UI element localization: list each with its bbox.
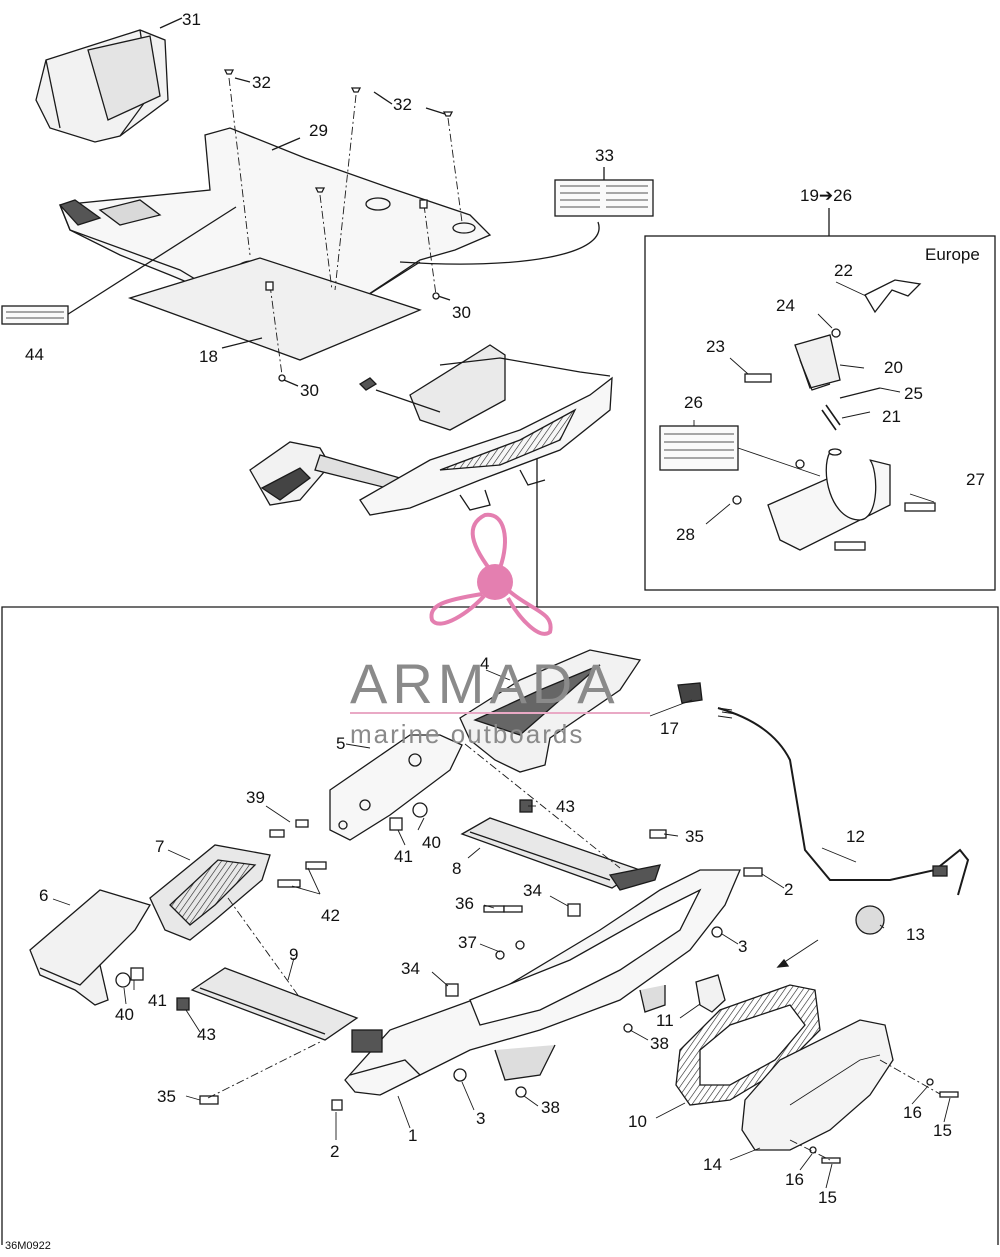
callout-4: 4	[480, 654, 490, 673]
callout-40: 40	[422, 833, 441, 852]
callout-22: 22	[834, 261, 853, 280]
region-label-europe: Europe	[925, 245, 980, 264]
part-12-wiring	[717, 707, 970, 896]
callout-12: 12	[846, 827, 865, 846]
callout-41: 41	[148, 991, 167, 1010]
watermark-tagline: marine outboards	[350, 719, 585, 749]
part-9-rail	[190, 967, 359, 1041]
callout-30: 30	[452, 303, 471, 322]
callout-3: 3	[476, 1109, 486, 1128]
callout-23: 23	[706, 337, 725, 356]
callout-42: 42	[321, 906, 340, 925]
callout-26: 26	[684, 393, 703, 412]
rack-assembly-preview	[249, 344, 613, 516]
callout-15: 15	[818, 1188, 837, 1207]
callout-9: 9	[289, 945, 299, 964]
callout-31: 31	[182, 10, 201, 29]
callout-25: 25	[904, 384, 923, 403]
callout-18: 18	[199, 347, 218, 366]
callout-5: 5	[336, 734, 346, 753]
callout-20: 20	[884, 358, 903, 377]
callout-7: 7	[155, 837, 165, 856]
callout-40: 40	[115, 1005, 134, 1024]
callout-2: 2	[784, 880, 794, 899]
callout-44: 44	[25, 345, 44, 364]
drawing-code: 36M0922	[5, 1240, 51, 1252]
part-31-cushion	[35, 29, 169, 143]
part-7-bracket	[149, 844, 271, 941]
part-1-main-rack-body	[344, 864, 741, 1096]
part-5-support-bracket	[329, 734, 463, 841]
watermark-brand: ARMADA	[350, 652, 620, 715]
callout-35: 35	[685, 827, 704, 846]
callout-17: 17	[660, 719, 679, 738]
callout-16: 16	[785, 1170, 804, 1189]
callout-30: 30	[300, 381, 319, 400]
callout-39: 39	[246, 788, 265, 807]
callout-38: 38	[650, 1034, 669, 1053]
part-11-socket	[695, 974, 726, 1013]
callout-29: 29	[309, 121, 328, 140]
callout-37: 37	[458, 933, 477, 952]
callout-2: 2	[330, 1142, 340, 1161]
callout-19-26: 19➔26	[800, 186, 853, 205]
callout-34: 34	[401, 959, 420, 978]
watermark-propeller-icon	[429, 512, 553, 636]
part-13-bulb	[855, 905, 885, 935]
callout-13: 13	[906, 925, 925, 944]
callout-6: 6	[39, 886, 49, 905]
callout-36: 36	[455, 894, 474, 913]
callout-15: 15	[933, 1121, 952, 1140]
callout-38: 38	[541, 1098, 560, 1117]
europe-kit-parts	[659, 279, 936, 551]
callout-32: 32	[393, 95, 412, 114]
callout-16: 16	[903, 1103, 922, 1122]
callout-43: 43	[556, 797, 575, 816]
callout-41: 41	[394, 847, 413, 866]
part-4-bracket-cover	[459, 649, 642, 773]
part-6-end-cap	[29, 889, 151, 1006]
callout-11: 11	[656, 1011, 674, 1030]
callout-43: 43	[197, 1025, 216, 1044]
callout-34: 34	[523, 881, 542, 900]
part-14-lens	[741, 1019, 894, 1151]
main-assembly-frame	[1, 606, 999, 1245]
callout-8: 8	[452, 859, 462, 878]
part-44-label	[1, 305, 69, 325]
callout-3: 3	[738, 937, 748, 956]
part-33-warning-label	[554, 179, 654, 217]
part-17-connector	[677, 682, 703, 704]
callout-1: 1	[408, 1126, 418, 1145]
callout-24: 24	[776, 296, 795, 315]
callout-32: 32	[252, 73, 271, 92]
watermark-divider	[350, 712, 650, 714]
callout-35: 35	[157, 1087, 176, 1106]
callout-21: 21	[882, 407, 901, 426]
part-29-base-plate	[58, 127, 492, 319]
callout-27: 27	[966, 470, 985, 489]
part-18-pad	[127, 257, 422, 361]
callout-14: 14	[703, 1155, 722, 1174]
callout-28: 28	[676, 525, 695, 544]
europe-kit-frame	[644, 235, 996, 591]
callout-33: 33	[595, 146, 614, 165]
callout-10: 10	[628, 1112, 647, 1131]
